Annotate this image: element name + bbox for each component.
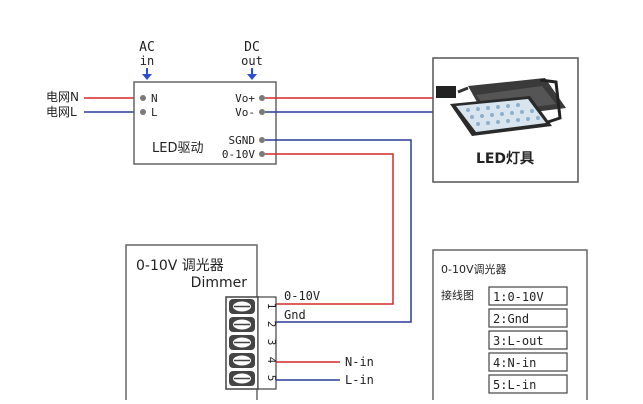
driver-pin-010v: 0-10V [222, 148, 255, 161]
legend-subtitle: 接线图 [441, 288, 474, 302]
dimmer-wire-gnd-label: Gnd [284, 308, 306, 322]
legend-item-3-box [488, 330, 568, 350]
terminal-n [140, 95, 146, 101]
legend-item-3: 3:L-out [493, 334, 544, 348]
terminal-vo-plus [259, 95, 265, 101]
driver-pin-sgnd: SGND [229, 134, 256, 147]
grid-n-label: 电网N [46, 90, 79, 104]
led-floodlight-icon [436, 78, 566, 136]
driver-pin-l: L [151, 106, 158, 119]
terminal-number-2: 2 [265, 321, 278, 328]
legend-item-4-box [488, 352, 568, 372]
dc-label: DC [244, 40, 260, 55]
terminal-number-5: 5 [265, 375, 278, 382]
terminal-l [140, 109, 146, 115]
led-driver-box [133, 81, 277, 165]
ac-arrow-icon [142, 68, 152, 80]
driver-pin-vo-minus: Vo- [235, 106, 255, 119]
legend-item-1-box [488, 286, 568, 306]
ac-sub-label: in [140, 54, 154, 68]
terminal-010v [259, 151, 265, 157]
terminal-number-strip [257, 296, 277, 390]
dimmer-title-cn: 0-10V 调光器 [136, 258, 224, 274]
legend-item-4: 4:N-in [493, 356, 536, 370]
terminal-number-3: 3 [265, 339, 278, 346]
dimmer-wire-010v-label: 0-10V [284, 289, 320, 303]
legend-item-2: 2:Gnd [493, 312, 529, 326]
legend-title: 0-10V调光器 [441, 262, 507, 276]
dc-sub-label: out [241, 54, 263, 68]
dimmer-title-en: Dimmer [191, 275, 248, 291]
driver-pin-vo-plus: Vo+ [235, 92, 255, 105]
dim-gnd-wire [262, 139, 412, 323]
terminal-vo-minus [259, 109, 265, 115]
ac-label: AC [139, 40, 155, 55]
legend-item-1: 1:0-10V [493, 290, 544, 304]
grid-l-label: 电网L [46, 105, 77, 119]
dimmer-wire-lin-label: L-in [345, 373, 374, 387]
terminal-sgnd [259, 137, 265, 143]
legend-item-2-box [488, 308, 568, 328]
legend-item-5-box [488, 374, 568, 394]
led-lamp-label: LED灯具 [476, 150, 534, 167]
terminal-screws [229, 299, 255, 386]
dim-010v-wire [262, 153, 394, 305]
terminal-number-1: 1 [265, 303, 278, 310]
dimmer-wire-nin-label: N-in [345, 355, 374, 369]
driver-title: LED驱动 [152, 141, 203, 156]
driver-pin-n: N [151, 92, 158, 105]
legend-item-5: 5:L-in [493, 378, 536, 392]
dc-arrow-icon [247, 68, 257, 80]
terminal-number-4: 4 [265, 357, 278, 364]
